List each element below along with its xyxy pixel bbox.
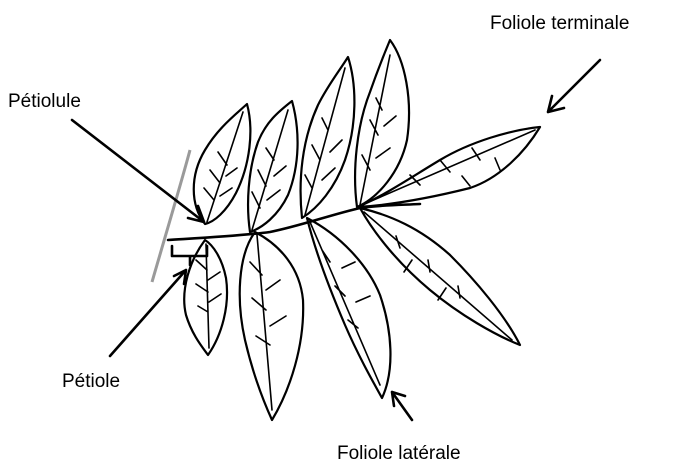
arrow-lateral	[392, 392, 412, 420]
label-lateral-leaflet: Foliole latérale	[337, 444, 461, 463]
label-terminal-leaflet: Foliole terminale	[490, 14, 629, 33]
leaflet-upper-3	[301, 57, 355, 218]
label-petiole: Pétiole	[62, 372, 120, 391]
label-petiolule: Pétiolule	[8, 92, 81, 111]
arrow-terminal	[548, 60, 600, 112]
arrow-petiole	[110, 270, 186, 356]
leaflet-upper-4	[355, 40, 409, 207]
leaflet-upper-2	[248, 101, 298, 232]
leaflet-upper-1	[194, 104, 251, 224]
stem-sketch	[152, 150, 190, 282]
